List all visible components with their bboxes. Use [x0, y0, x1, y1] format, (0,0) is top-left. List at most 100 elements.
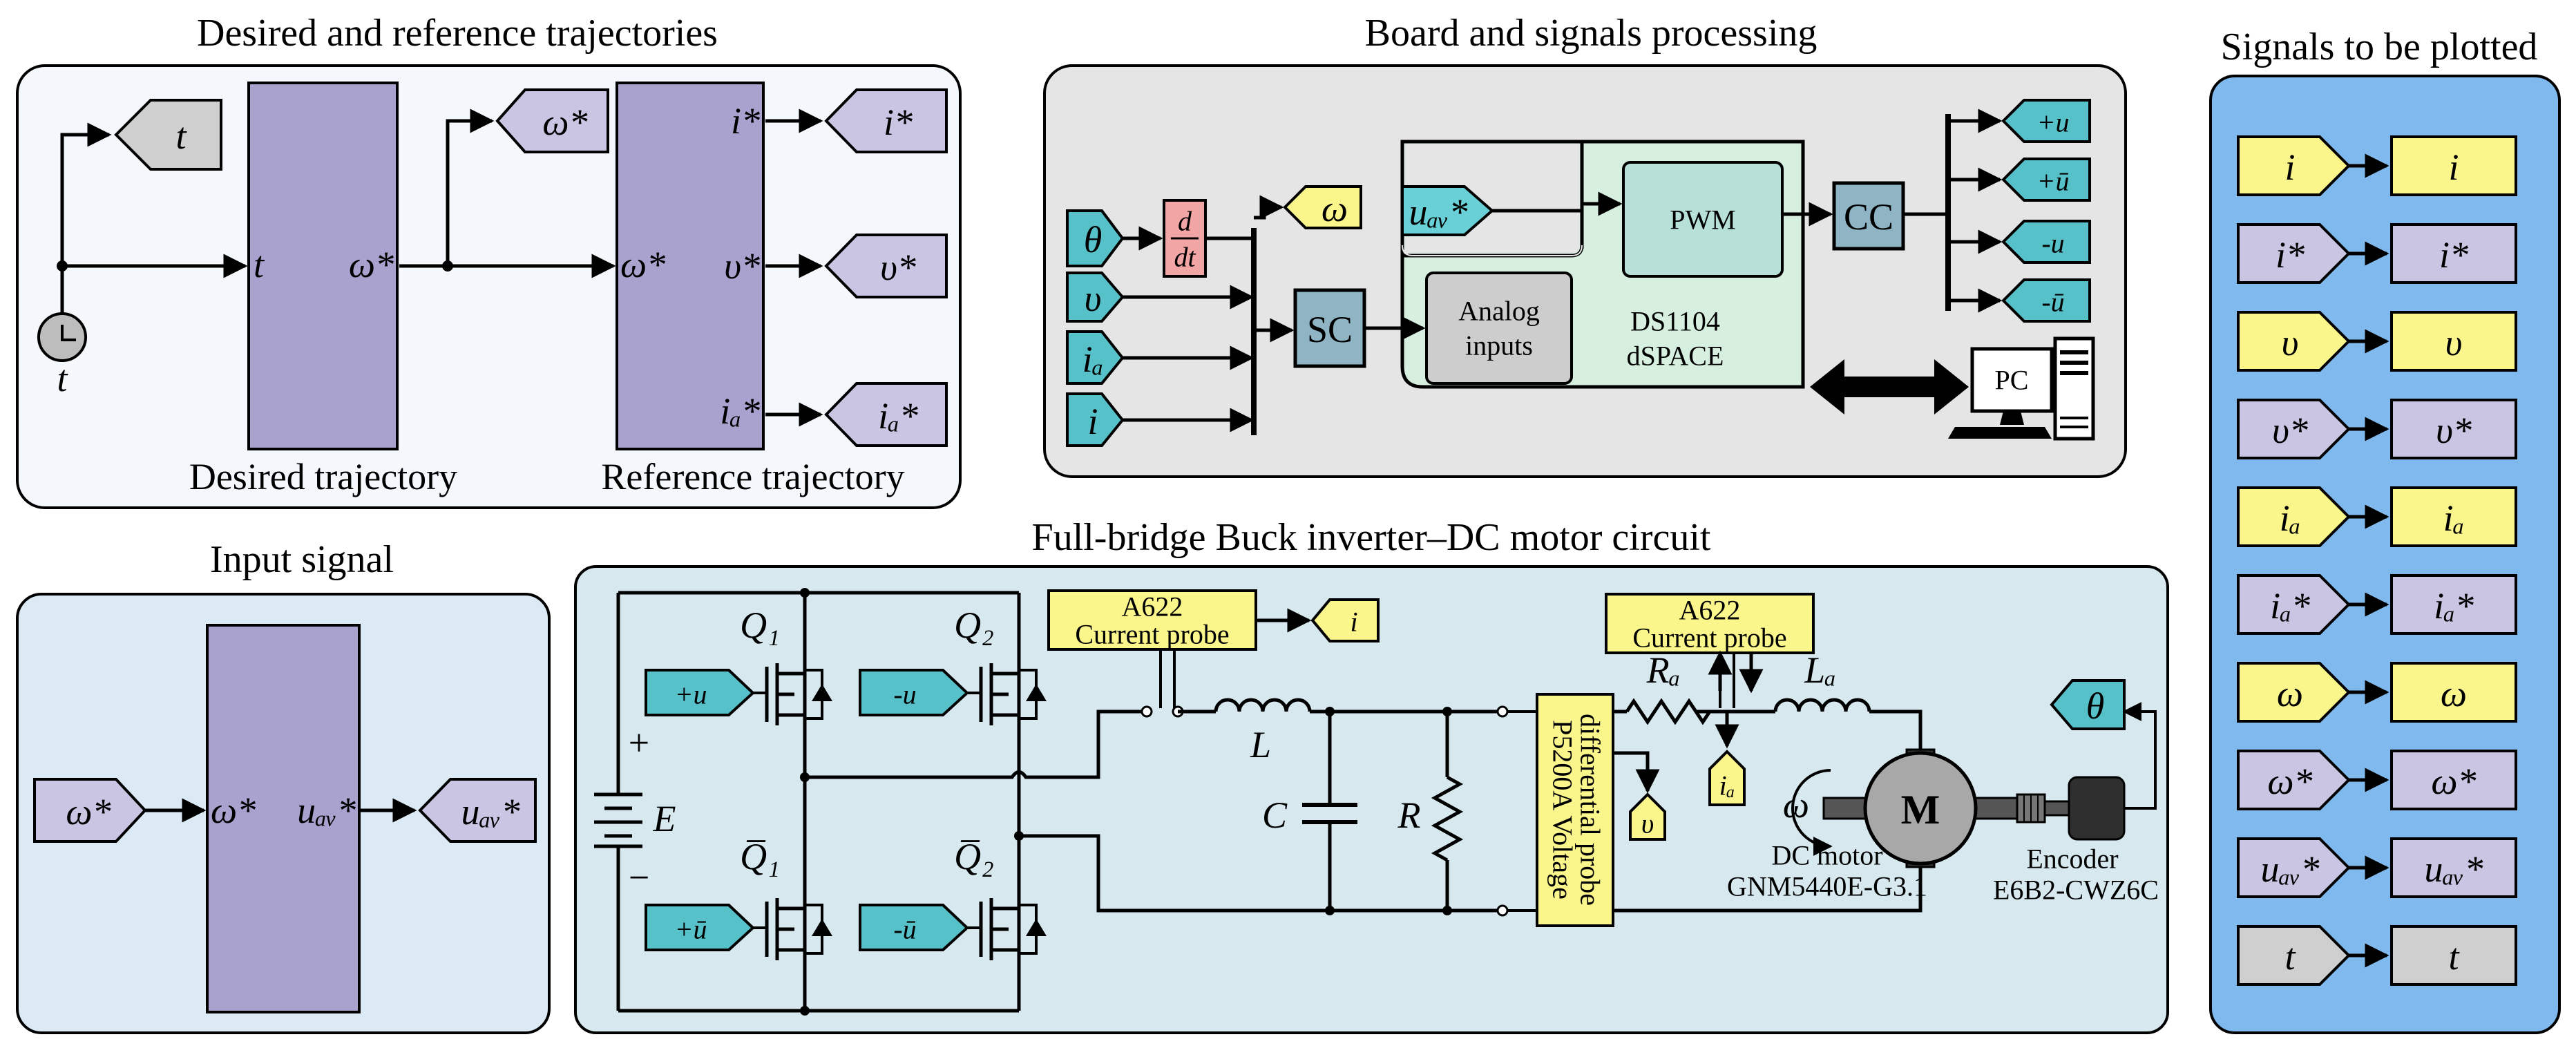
board-out-plus-u — [2001, 99, 2091, 143]
vprobe-tag-v-label: υ — [1641, 808, 1654, 839]
desired-trajectory-block — [247, 82, 399, 450]
board-out-minus-u — [2001, 220, 2091, 264]
plotted-scope-label: ω* — [2431, 761, 2476, 802]
input-signal-block — [206, 624, 361, 1013]
board-out-minus-ubar-label: -ū — [2041, 287, 2064, 318]
plotted-source-label: i* — [2276, 234, 2305, 276]
reference-block-caption: Reference trajectory — [601, 456, 904, 497]
desired-block-input: t — [254, 244, 265, 285]
resistor-label: R — [1397, 794, 1421, 836]
cc-block — [1832, 181, 1905, 251]
probe2-tag-ia — [1708, 750, 1746, 806]
voltage-probe — [1536, 693, 1614, 927]
reference-block-out-i: i* — [731, 100, 760, 142]
plotted-row: υ*υ* — [2237, 399, 2517, 459]
inductor-l — [1214, 698, 1312, 712]
board-out-minus-u-label: -u — [2041, 228, 2064, 259]
input-block-in: ω* — [211, 790, 256, 831]
inductor-la — [1773, 698, 1871, 712]
source-label: E — [653, 798, 676, 839]
plotted-source-label: uₐᵥ* — [2261, 848, 2320, 890]
title-circuit: Full-bridge Buck inverter–DC motor circu… — [1032, 516, 1711, 559]
title-board: Board and signals processing — [1365, 12, 1817, 55]
title-input: Input signal — [210, 538, 394, 581]
input-tag-uav-star-label: uₐᵥ* — [461, 791, 520, 832]
sc-label: SC — [1307, 309, 1353, 350]
plotted-scope-block — [2390, 574, 2517, 635]
plotted-scope-label: i — [2448, 146, 2459, 188]
plotted-source-tag — [2237, 311, 2351, 372]
plotted-scope-label: t — [2448, 936, 2460, 978]
motor-label: M — [1901, 787, 1940, 832]
plotted-row: ω*ω* — [2237, 750, 2517, 810]
probe2-line2: Current probe — [1632, 622, 1786, 654]
plotted-scope-block — [2390, 311, 2517, 372]
plotted-scope-label: υ* — [2436, 410, 2472, 451]
reference-block-out-v: υ* — [724, 245, 760, 287]
probe1-line2: Current probe — [1075, 619, 1229, 650]
tag-v-star-label: υ* — [880, 247, 916, 288]
plotted-source-label: t — [2284, 936, 2296, 978]
plotted-source-tag — [2237, 837, 2351, 898]
plotted-scope-block — [2390, 750, 2517, 810]
ra-label: Rₐ — [1646, 649, 1681, 691]
motor-line2: GNM5440E-G3.1 — [1727, 871, 1927, 902]
input-tag-omega-star — [33, 778, 147, 843]
gate-tag-q1bar-label: +ū — [675, 914, 707, 945]
board-tag-ia — [1066, 330, 1125, 385]
title-desired-reference: Desired and reference trajectories — [197, 12, 718, 55]
plotted-scope-label: i* — [2439, 234, 2468, 276]
board-tag-theta-label: θ — [1084, 219, 1103, 260]
plotted-source-label: υ — [2282, 322, 2299, 363]
capacitor-label: C — [1262, 794, 1288, 836]
gate-tag-q1 — [645, 669, 755, 716]
encoder-line2: E6B2-CWZ6C — [1993, 875, 2159, 906]
encoder-line1: Encoder — [2026, 844, 2118, 875]
plotted-source-tag — [2237, 662, 2351, 723]
board-out-plus-ubar — [2001, 158, 2091, 202]
vprobe-tag-v — [1629, 792, 1666, 841]
board-tag-theta — [1066, 209, 1125, 267]
reference-block-input: ω* — [620, 244, 665, 285]
board-tag-v — [1066, 272, 1125, 323]
input-tag-omega-star-label: ω* — [66, 791, 111, 832]
plotted-source-tag — [2237, 486, 2351, 547]
panel-circuit — [574, 565, 2169, 1034]
analog-line1: Analog — [1458, 296, 1540, 327]
plotted-source-label: iₐ* — [2270, 585, 2310, 627]
plotted-row: uₐᵥ*uₐᵥ* — [2237, 837, 2517, 898]
input-block-out: uₐᵥ* — [297, 790, 356, 831]
la-label: Lₐ — [1804, 649, 1836, 691]
circuit-group: + − E Q₁ Q₂ Q̅₁ Q̅₂ +u — [594, 588, 2159, 1016]
gate-tag-q2-label: -u — [893, 679, 916, 710]
plotted-source-tag — [2237, 223, 2351, 284]
probe2-line1: A622 — [1679, 595, 1741, 626]
board-tag-omega-label: ω — [1322, 188, 1348, 229]
plotted-scope-label: υ — [2445, 322, 2463, 363]
tag-omega-star — [495, 88, 609, 153]
plotted-source-tag — [2237, 574, 2351, 635]
pc-icon: PC — [1948, 336, 2095, 441]
encoder-icon — [2068, 776, 2126, 841]
clock-label: t — [57, 358, 68, 399]
coupler-icon — [2016, 793, 2070, 823]
input-signal-group: ω* ω* uₐᵥ* uₐᵥ* — [33, 624, 537, 1013]
plotted-scope-block — [2390, 486, 2517, 547]
board-tag-ia-label: iₐ — [1082, 339, 1104, 380]
clock-icon — [37, 312, 87, 362]
plotted-scope-block — [2390, 837, 2517, 898]
plotted-row: i* i* — [2237, 223, 2517, 284]
pc-label: PC — [1995, 365, 2029, 396]
source-minus: − — [629, 857, 649, 898]
label-q2bar: Q̅₂ — [954, 836, 994, 877]
battery-icon — [594, 792, 642, 848]
gate-tag-q2bar-label: -ū — [893, 914, 916, 945]
label-q2: Q₂ — [954, 604, 994, 646]
encoder-tag-theta — [2050, 679, 2126, 730]
board-tag-uav — [1401, 185, 1495, 236]
probe1-tag-i-label: i — [1350, 607, 1357, 638]
